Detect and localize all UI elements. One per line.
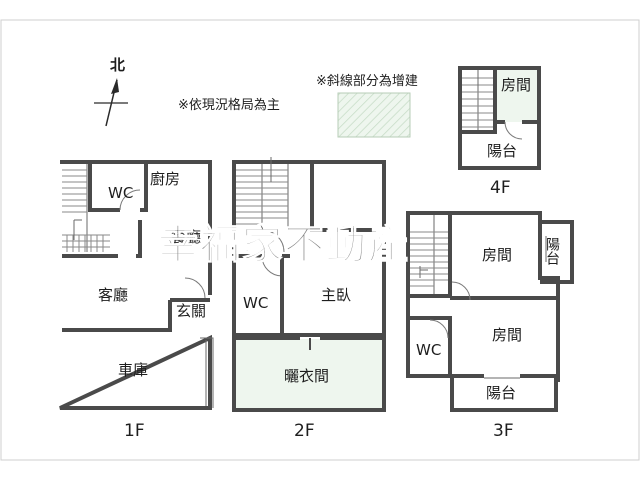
floor-label-3f: 3F [493, 421, 514, 441]
room-1f-kitchen: 廚房 [150, 170, 180, 188]
room-1f-living: 客廳 [98, 286, 128, 304]
room-4f-room: 房間 [501, 76, 531, 94]
room-3f-balcony-side: 陽台 [544, 237, 560, 265]
stairs-2f [236, 157, 289, 230]
floor-3f: 房間 陽台 WC 房間 陽台 3F [406, 211, 574, 441]
room-3f-room-a: 房間 [482, 246, 512, 264]
watermark-text: 幸福家不動產 [158, 222, 410, 268]
room-1f-dining: 餐廳 [171, 228, 201, 246]
floor-1f: WC 廚房 餐廳 客廳 玄關 車庫 1F [59, 160, 214, 441]
room-3f-wc: WC [416, 341, 441, 359]
extension-4f-room [497, 70, 537, 122]
stairs-4f [462, 70, 494, 130]
floor-label-1f: 1F [124, 421, 145, 441]
room-1f-entrance: 玄關 [176, 302, 206, 320]
room-1f-wc: WC [108, 184, 133, 202]
hatch-legend-swatch [337, 92, 411, 138]
room-2f-wc: WC [243, 294, 268, 312]
floor-label-4f: 4F [490, 178, 511, 198]
room-3f-room-b: 房間 [492, 326, 522, 344]
north-label: 北 [110, 56, 125, 74]
floor-2f: WC 主臥 曬衣間 2F [232, 157, 386, 441]
drawing-frame [0, 19, 640, 461]
room-1f-garage: 車庫 [118, 361, 148, 379]
extension-2f-closet [236, 339, 382, 410]
floor-label-2f: 2F [294, 421, 315, 441]
note-hatched-extension: ※斜線部分為增建 [316, 73, 418, 89]
stairs-3f [410, 215, 450, 296]
room-3f-balcony: 陽台 [486, 384, 516, 402]
room-2f-master: 主臥 [321, 286, 351, 304]
floor-4f: 房間 陽台 4F [458, 66, 541, 198]
note-current-layout: ※依現況格局為主 [178, 97, 280, 113]
compass: 北 [94, 56, 128, 127]
room-2f-closet: 曬衣間 [284, 367, 329, 385]
room-4f-balcony: 陽台 [487, 142, 517, 160]
stairs-1f [62, 164, 110, 252]
